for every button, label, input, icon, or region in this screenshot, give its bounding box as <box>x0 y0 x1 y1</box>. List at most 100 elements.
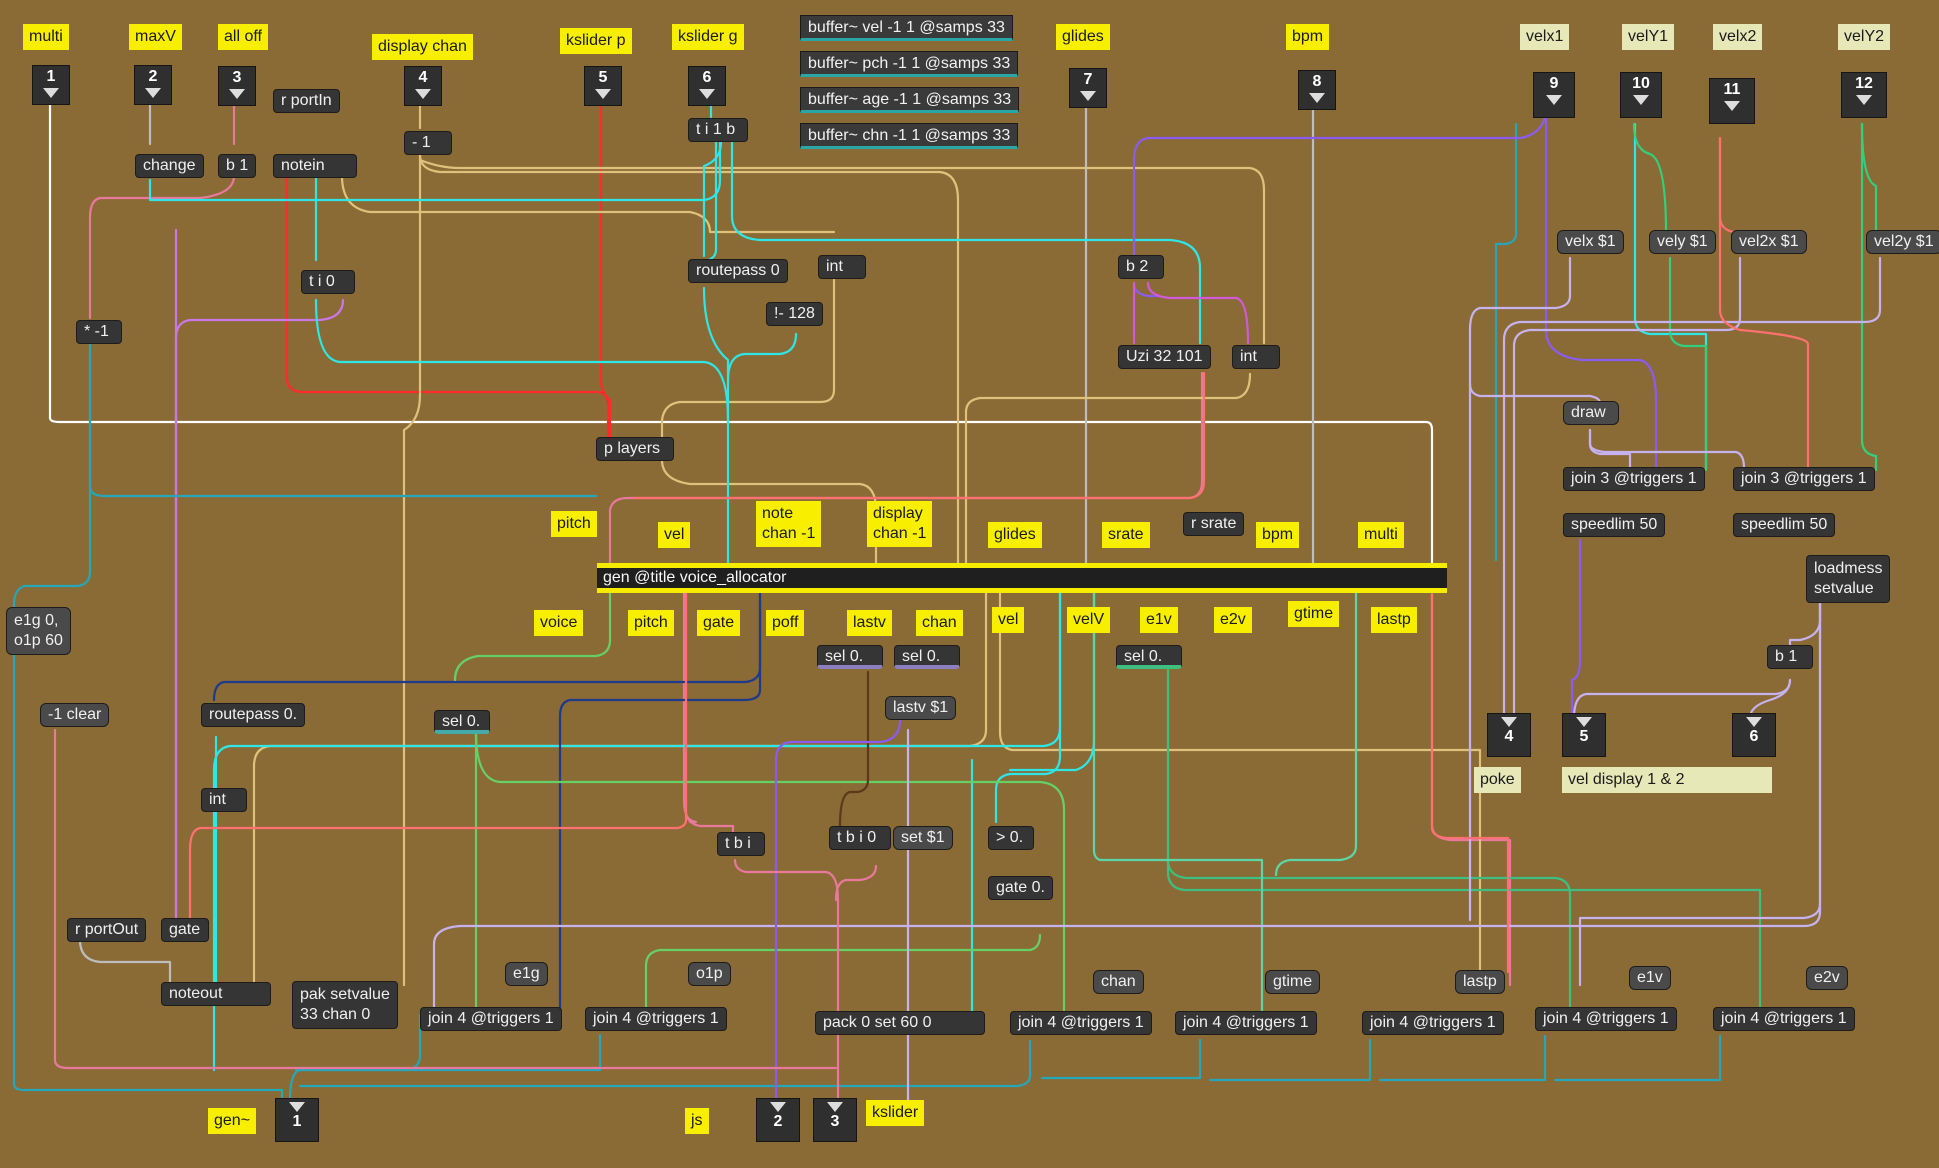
inlet-4[interactable]: 4 <box>404 66 442 106</box>
clear-message[interactable]: -1 clear <box>40 703 110 727</box>
comment-velx1: velx1 <box>1520 24 1570 50</box>
join4-object-3[interactable]: join 4 @triggers 1 <box>1010 1011 1152 1035</box>
speedlim-object-1[interactable]: speedlim 50 <box>1563 513 1666 537</box>
comment-gate: gate <box>697 610 741 636</box>
cord <box>1274 591 1358 877</box>
e2v-label-message[interactable]: e2v <box>1806 966 1848 990</box>
chan-label-message[interactable]: chan <box>1093 970 1144 994</box>
join3-object-2[interactable]: join 3 @triggers 1 <box>1733 467 1875 491</box>
loadmess-object[interactable]: loadmess setvalue <box>1806 555 1891 603</box>
inlet-7[interactable]: 7 <box>1069 68 1107 108</box>
join4-object-7[interactable]: join 4 @triggers 1 <box>1713 1007 1855 1031</box>
cord <box>1588 428 1746 470</box>
b1-object-right[interactable]: b 1 <box>1767 645 1813 669</box>
inlet-11[interactable]: 11 <box>1709 78 1755 124</box>
buffer-vel[interactable]: buffer~ vel -1 1 @samps 33 <box>800 15 1013 41</box>
uzi-object[interactable]: Uzi 32 101 <box>1118 345 1211 369</box>
lastv-message[interactable]: lastv $1 <box>885 696 957 720</box>
routepass0f-object[interactable]: routepass 0. <box>201 703 306 727</box>
cord <box>558 598 762 1010</box>
buffer-pch[interactable]: buffer~ pch -1 1 @samps 33 <box>800 51 1019 77</box>
inlet-1[interactable]: 1 <box>32 65 70 105</box>
times-neg1-object[interactable]: * -1 <box>76 320 122 344</box>
e1g-label-message[interactable]: e1g <box>505 962 548 986</box>
int-object-2[interactable]: int <box>1232 345 1280 369</box>
comment-pitch-out: pitch <box>628 610 674 636</box>
cord <box>726 332 798 382</box>
join3-object-1[interactable]: join 3 @triggers 1 <box>1563 467 1705 491</box>
join4-object-5[interactable]: join 4 @triggers 1 <box>1362 1011 1504 1035</box>
inlet-9[interactable]: 9 <box>1533 72 1575 118</box>
e1g-message[interactable]: e1g 0, o1p 60 <box>6 607 71 655</box>
outlet-5[interactable]: 5 <box>1562 713 1606 757</box>
velx-message[interactable]: velx $1 <box>1557 230 1624 254</box>
p-layers-object[interactable]: p layers <box>596 437 674 461</box>
outlet-4[interactable]: 4 <box>1487 713 1531 757</box>
rminus128-object[interactable]: !- 128 <box>766 302 823 326</box>
join4-object-6[interactable]: join 4 @triggers 1 <box>1535 1007 1677 1031</box>
sel0-chan-object[interactable]: sel 0. <box>894 645 960 669</box>
minus1-object[interactable]: - 1 <box>404 131 452 155</box>
outlet-3[interactable]: 3 <box>813 1098 857 1142</box>
comment-e1v: e1v <box>1140 607 1178 633</box>
pack-object[interactable]: pack 0 set 60 0 <box>815 1011 985 1035</box>
e1v-label-message[interactable]: e1v <box>1629 966 1671 990</box>
change-object[interactable]: change <box>135 154 204 178</box>
routepass0-object[interactable]: routepass 0 <box>688 259 788 283</box>
inlet-12[interactable]: 12 <box>1841 72 1887 118</box>
sel0-voice-object[interactable]: sel 0. <box>434 710 490 734</box>
inlet-8[interactable]: 8 <box>1298 70 1336 110</box>
inlet-2[interactable]: 2 <box>134 65 172 105</box>
cord <box>1092 591 1264 1012</box>
inlet-3[interactable]: 3 <box>218 66 256 106</box>
gtime-label-message[interactable]: gtime <box>1265 970 1321 994</box>
speedlim-object-2[interactable]: speedlim 50 <box>1733 513 1836 537</box>
cord <box>402 153 422 987</box>
sel0-lastv-object[interactable]: sel 0. <box>817 645 883 669</box>
gate-object[interactable]: gate <box>161 918 209 942</box>
r-srate-object[interactable]: r srate <box>1183 512 1245 536</box>
b1-object[interactable]: b 1 <box>218 154 257 178</box>
b2-object[interactable]: b 2 <box>1118 255 1164 279</box>
inlet-10[interactable]: 10 <box>1620 72 1662 118</box>
vel2y-message[interactable]: vel2y $1 <box>1866 230 1939 254</box>
gate0-object[interactable]: gate 0. <box>988 876 1053 900</box>
outlet-6[interactable]: 6 <box>1732 713 1776 757</box>
buffer-chn[interactable]: buffer~ chn -1 1 @samps 33 <box>800 123 1019 149</box>
r-portin-object[interactable]: r portIn <box>273 89 340 113</box>
join4-object-4[interactable]: join 4 @triggers 1 <box>1175 1011 1317 1035</box>
comment-glides-2: glides <box>988 522 1042 548</box>
outlet-1[interactable]: 1 <box>275 1098 319 1142</box>
tbi-object[interactable]: t b i <box>717 832 765 856</box>
join4-object-2[interactable]: join 4 @triggers 1 <box>585 1007 727 1031</box>
ti1b-object[interactable]: t i 1 b <box>688 118 748 142</box>
tbi0-object[interactable]: t b i 0 <box>829 826 891 850</box>
r-portout-object[interactable]: r portOut <box>67 918 147 942</box>
int-object-1[interactable]: int <box>818 255 866 279</box>
ti0-object[interactable]: t i 0 <box>301 270 355 294</box>
comment-maxv: maxV <box>129 24 182 50</box>
pak-setvalue-object[interactable]: pak setvalue 33 chan 0 <box>292 981 398 1029</box>
int-object-3[interactable]: int <box>201 788 247 812</box>
inlet-arrow-icon <box>595 89 611 99</box>
inlet-6[interactable]: 6 <box>688 66 726 106</box>
lastp-label-message[interactable]: lastp <box>1455 970 1505 994</box>
o1p-label-message[interactable]: o1p <box>688 962 731 986</box>
cord <box>1430 591 1510 974</box>
gen-voice-allocator[interactable]: gen @title voice_allocator <box>597 563 1447 593</box>
vely-message[interactable]: vely $1 <box>1649 230 1716 254</box>
vel2x-message[interactable]: vel2x $1 <box>1731 230 1807 254</box>
cord <box>733 858 840 1102</box>
join4-object-1[interactable]: join 4 @triggers 1 <box>420 1007 562 1031</box>
notein-object[interactable]: notein <box>273 154 357 178</box>
cord <box>1378 1034 1547 1082</box>
buffer-age[interactable]: buffer~ age -1 1 @samps 33 <box>800 87 1020 113</box>
inlet-5[interactable]: 5 <box>584 66 622 106</box>
noteout-object[interactable]: noteout <box>161 982 271 1006</box>
outlet-2[interactable]: 2 <box>756 1098 800 1142</box>
draw-message[interactable]: draw <box>1563 401 1619 425</box>
greater-than-object[interactable]: > 0. <box>988 826 1034 850</box>
set-message[interactable]: set $1 <box>893 826 953 850</box>
sel0-e1v-object[interactable]: sel 0. <box>1116 645 1182 669</box>
